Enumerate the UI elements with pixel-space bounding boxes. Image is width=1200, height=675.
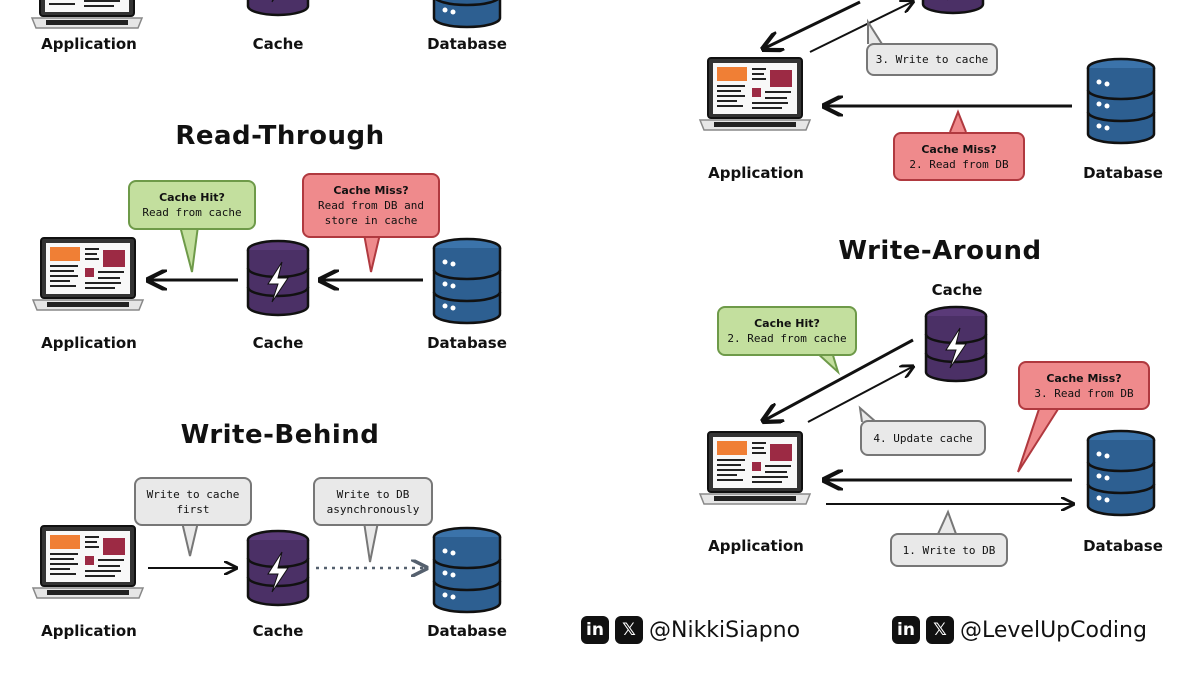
database-icon (1086, 57, 1156, 145)
database-label: Database (1083, 537, 1163, 555)
bubble-tail (363, 521, 379, 563)
cache-database-icon (246, 0, 310, 17)
cache-database-icon (921, 0, 985, 15)
bubble-text: Write to DB asynchronously (326, 487, 420, 516)
linkedin-icon[interactable]: in (892, 616, 920, 644)
read-arrow (765, 0, 861, 48)
application-label: Application (708, 164, 804, 182)
database-label: Database (1083, 164, 1163, 182)
database-label: Database (427, 334, 507, 352)
application-laptop-icon (32, 525, 144, 599)
cache-miss-bubble: Cache Miss? Read from DB and store in ca… (302, 173, 440, 238)
database-icon (432, 237, 502, 325)
application-label: Application (41, 622, 137, 640)
bubble-tail (179, 225, 199, 273)
bubble-tail (867, 18, 883, 45)
write-db-bubble: 1. Write to DB (890, 533, 1008, 567)
handle-text: @LevelUpCoding (960, 617, 1147, 643)
bubble-tail (363, 233, 381, 273)
bubble-text: 3. Write to cache (875, 53, 989, 66)
bubble-text: Read from DB and store in cache (318, 199, 424, 227)
application-label: Application (708, 537, 804, 555)
read-through-title: Read-Through (175, 121, 385, 151)
application-laptop-icon (699, 57, 811, 131)
x-icon[interactable]: 𝕏 (615, 616, 643, 644)
bubble-text: Write to cache first (146, 487, 240, 516)
bubble-heading: Cache Hit? (754, 317, 820, 330)
cache-label: Cache (931, 281, 983, 299)
write-cache-bubble: Write to cache first (134, 477, 252, 526)
bubble-tail (949, 109, 967, 133)
bubble-heading: Cache Hit? (159, 191, 225, 204)
bubble-text: 1. Write to DB (902, 543, 996, 557)
bubble-text: Read from cache (142, 206, 242, 219)
social-handle-levelup[interactable]: in 𝕏 @LevelUpCoding (892, 616, 1147, 644)
application-label: Application (41, 35, 137, 53)
bubble-text: 4. Update cache (873, 431, 973, 445)
bubble-tail (181, 521, 199, 557)
database-label: Database (427, 622, 507, 640)
linkedin-icon[interactable]: in (581, 616, 609, 644)
bubble-heading: Cache Miss? (1046, 371, 1122, 385)
database-icon (432, 0, 502, 29)
cache-miss-bubble: Cache Miss? 3. Read from DB (1018, 361, 1150, 410)
database-label: Database (427, 35, 507, 53)
bubble-text: 2. Read from cache (727, 332, 847, 345)
cache-label: Cache (252, 622, 304, 640)
application-laptop-icon (699, 431, 811, 505)
cache-database-icon (246, 239, 310, 317)
application-laptop-icon (31, 0, 143, 29)
social-handle-nikki[interactable]: in 𝕏 @NikkiSiapno (581, 616, 800, 644)
write-around-title: Write-Around (838, 236, 1042, 266)
cache-database-icon (924, 305, 988, 383)
bubble-tail (1017, 405, 1061, 473)
application-label: Application (41, 334, 137, 352)
bubble-tail (937, 509, 957, 535)
update-arrow (807, 367, 912, 423)
handle-text: @NikkiSiapno (649, 617, 801, 643)
write-cache-bubble: 3. Write to cache (866, 43, 998, 76)
database-icon (1086, 429, 1156, 517)
write-db-bubble: Write to DB asynchronously (313, 477, 433, 526)
cache-label: Cache (252, 334, 304, 352)
bubble-heading: Cache Miss? (333, 184, 409, 197)
cache-label: Cache (252, 35, 304, 53)
bubble-heading: Cache Miss? (921, 142, 997, 156)
cache-hit-bubble: Cache Hit? 2. Read from cache (717, 306, 857, 356)
bubble-text: 3. Read from DB (1034, 386, 1134, 400)
database-icon (432, 526, 502, 614)
x-icon[interactable]: 𝕏 (926, 616, 954, 644)
bubble-text: 2. Read from DB (909, 157, 1009, 171)
write-behind-title: Write-Behind (180, 420, 380, 450)
update-cache-bubble: 4. Update cache (860, 420, 986, 456)
application-laptop-icon (32, 237, 144, 311)
cache-hit-bubble: Cache Hit? Read from cache (128, 180, 256, 230)
cache-miss-bubble: Cache Miss? 2. Read from DB (893, 132, 1025, 181)
cache-database-icon (246, 529, 310, 607)
